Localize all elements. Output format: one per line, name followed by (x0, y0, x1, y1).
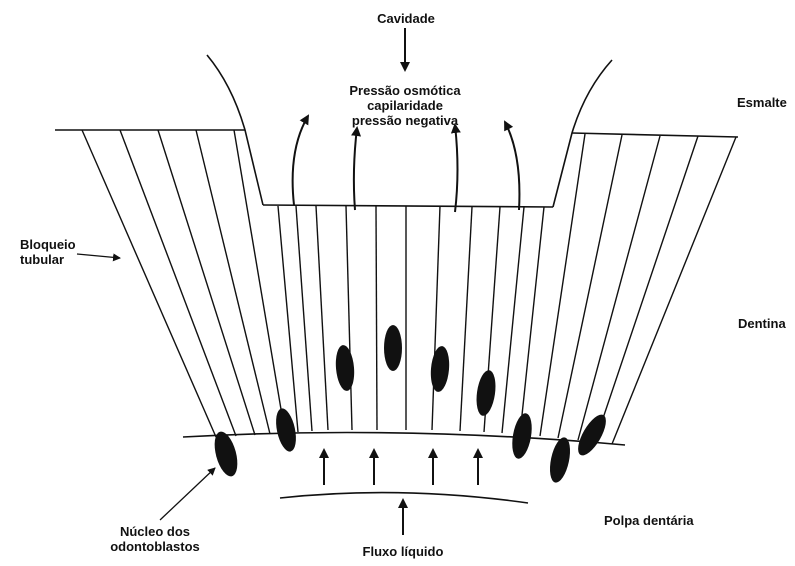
nucleus-line2: odontoblastos (100, 539, 210, 554)
forces-line-negative-pressure: pressão negativa (315, 113, 495, 128)
odontoblast-nucleus (509, 412, 535, 460)
enamel-label: Esmalte (737, 95, 787, 110)
odontoblast-nucleus (474, 369, 498, 417)
odontoblast-nucleus (429, 345, 451, 392)
tubular-block-label: Bloqueio tubular (20, 237, 76, 267)
dentinal-tubule (540, 134, 585, 436)
nucleus-line1: Núcleo dos (100, 524, 210, 539)
dentinal-tubule (432, 206, 440, 430)
odontoblast-nucleus (334, 344, 356, 391)
dentin-label: Dentina (738, 316, 786, 331)
dentinal-tubule (502, 207, 524, 433)
odontoblast-nucleus (384, 325, 402, 371)
odontoblast-nucleus (210, 429, 241, 479)
cavity-label: Cavidade (356, 11, 456, 26)
dentinal-tubule (234, 130, 285, 433)
outflow-arrow (505, 122, 519, 210)
dentinal-tubule (296, 206, 312, 431)
forces-label: Pressão osmótica capilaridade pressão ne… (315, 83, 495, 128)
dentinal-tubule (346, 206, 352, 430)
odontoblast-nucleus (573, 411, 612, 460)
dentinal-tubule (520, 207, 544, 434)
forces-line-capillarity: capilaridade (315, 98, 495, 113)
dentinal-tubule (595, 136, 698, 442)
outflow-arrow (354, 128, 357, 210)
dentinal-tubule (120, 130, 236, 436)
odontoblast-nucleus (546, 436, 573, 485)
tubular-block-line1: Bloqueio (20, 237, 76, 252)
tubular-block-line2: tubular (20, 252, 76, 267)
dentinal-tubule (376, 206, 377, 430)
dentinal-tubule (278, 206, 298, 432)
tubular-block-pointer (77, 254, 120, 258)
forces-line-osmotic: Pressão osmótica (315, 83, 495, 98)
nucleus-label: Núcleo dos odontoblastos (100, 524, 210, 554)
nucleus-pointer (160, 468, 215, 520)
odontoblast-nucleus (273, 407, 300, 454)
outflow-arrow (293, 116, 308, 205)
cavity-floor (263, 205, 553, 207)
fluid-flow-label: Fluxo líquido (343, 544, 463, 559)
dentinal-tubule (612, 137, 736, 444)
dentinal-tubule (558, 135, 622, 438)
pulp-label: Polpa dentária (604, 513, 694, 528)
dentinal-tubule (82, 130, 216, 437)
enamel-surface-right (572, 133, 738, 137)
dentinal-tubule (460, 207, 472, 431)
dentinal-tubule (316, 206, 328, 430)
outflow-arrow (455, 125, 458, 212)
